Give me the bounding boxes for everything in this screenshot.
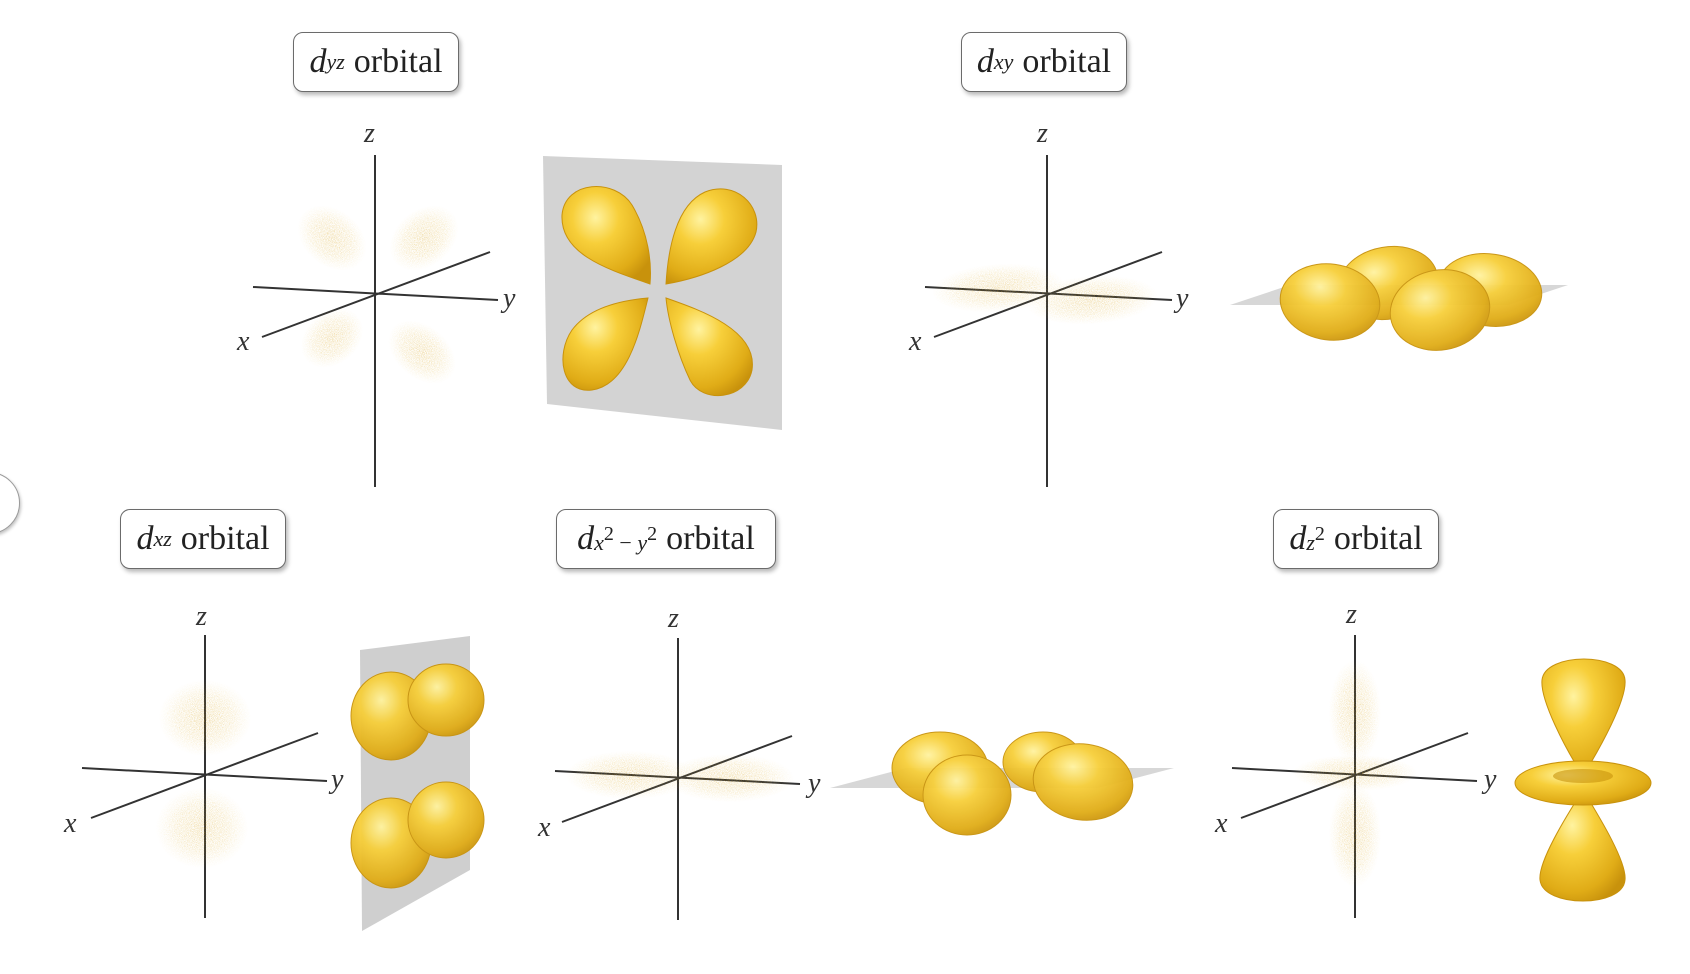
dxz-symbol: d [136, 520, 154, 557]
dx2y2-lobes [891, 731, 1134, 836]
dx2y2-probability-cloud [566, 751, 794, 802]
dx2y2-word: orbital [666, 520, 755, 557]
dx2y2-symbol: d [577, 520, 595, 557]
dxy-axes [924, 155, 1173, 487]
dyz-axes [252, 155, 499, 487]
dz2-symbol: d [1289, 520, 1307, 557]
dxy-x-label: x [908, 326, 922, 357]
dxy-z-label: z [1036, 118, 1048, 149]
dz2-word: orbital [1333, 520, 1423, 557]
dx2y2-subscript: x2 − y2 [594, 522, 658, 555]
dyz-z-label: z [363, 118, 375, 149]
dz2-y-label: y [1481, 764, 1497, 795]
dx2y2-y-label: y [805, 768, 821, 799]
dxy-symbol: d [976, 43, 994, 80]
dx2y2-x-label: x [537, 812, 551, 843]
dxz-axes [81, 635, 328, 918]
dxz-x-label: x [63, 808, 77, 839]
dxz-y-label: y [328, 764, 344, 795]
dxz-lobes [350, 663, 485, 889]
dxz-z-label: z [195, 601, 207, 632]
dz2-probability-cloud [1293, 660, 1417, 887]
dyz-probability-cloud [297, 205, 459, 384]
dyz-symbol: d [309, 43, 327, 80]
dxz-probability-cloud [156, 680, 251, 868]
dz2-subscript: z2 [1306, 522, 1325, 555]
dxy-probability-cloud [932, 263, 1158, 325]
dxz-word: orbital [180, 520, 270, 557]
dyz-subscript: yz [326, 49, 345, 74]
dz2-torus-hole [1553, 769, 1613, 783]
dz2-x-label: x [1214, 808, 1228, 839]
dyz-y-label: y [500, 283, 516, 314]
dyz-x-label: x [236, 326, 250, 357]
dyz-lobes [561, 186, 758, 397]
dxz-subscript: xz [153, 526, 172, 551]
dz2-z-label: z [1345, 599, 1357, 630]
dxy-word: orbital [1022, 43, 1112, 80]
dx2y2-z-label: z [667, 603, 679, 634]
dxy-y-label: y [1173, 283, 1189, 314]
dxy-lobes [1279, 245, 1543, 351]
dyz-word: orbital [353, 43, 443, 80]
dxy-subscript: xy [993, 49, 1014, 74]
